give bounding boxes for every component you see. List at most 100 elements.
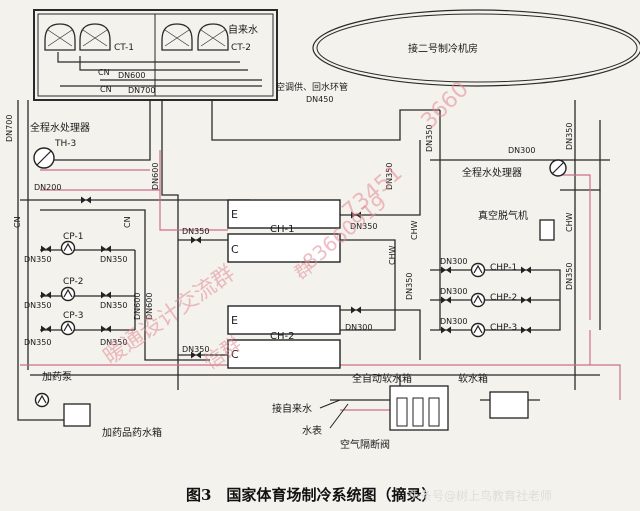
cp3-label: CP-3 — [63, 311, 84, 321]
dn300-chp3: DN300 — [440, 317, 467, 326]
ct1-tag: CT-1 — [114, 43, 134, 53]
water-treatment-left-tag: TH-3 — [54, 139, 76, 149]
water-treatment-left: 全程水处理器 TH-3 — [30, 121, 90, 169]
cp1-pump-icon — [60, 240, 76, 256]
dn350-vertical-2: DN350 — [405, 273, 414, 300]
cp2-label: CP-2 — [63, 277, 84, 287]
dn350-cp2-in: DN350 — [24, 301, 51, 310]
dn600-vertical-label: DN600 — [151, 163, 160, 190]
valve-icon — [521, 326, 531, 334]
pipe-size-labels: DN700 DN200 DN600 DN350 DN350 DN350 DN35… — [5, 115, 574, 354]
dn350-cp1-in: DN350 — [24, 255, 51, 264]
cp2-pump-icon — [60, 286, 76, 302]
cn-label-mid: CN — [123, 216, 132, 228]
ch2-condenser: C — [231, 348, 239, 361]
valve-icon — [41, 325, 51, 333]
dn300-top: DN300 — [508, 146, 535, 155]
dosing-pump: 加药泵 — [34, 371, 72, 408]
water-treatment-right-label: 全程水处理器 — [462, 166, 522, 179]
ch1-evaporator: E — [231, 208, 238, 221]
chw-label-1: CHW — [388, 245, 397, 265]
chp3-label: CHP-3 — [490, 323, 517, 333]
ch1-condenser: C — [231, 243, 239, 256]
dn700-left-label: DN700 — [5, 115, 14, 142]
chp1-label: CHP-1 — [490, 263, 517, 273]
chw-label-3: CHW — [565, 212, 574, 232]
valve-icon — [41, 245, 51, 253]
valve-icon — [351, 306, 361, 314]
dn350-ch2: DN350 — [182, 345, 209, 354]
dosing-pump-icon — [34, 392, 50, 408]
chp3-pump-icon — [470, 322, 486, 338]
pipe-network — [17, 100, 610, 421]
chw-label-2: CHW — [410, 220, 419, 240]
cooling-tower-ct2 — [161, 23, 229, 51]
dn700-tower-label: DN700 — [128, 86, 155, 95]
softener-label: 全自动软水箱 — [352, 372, 412, 385]
chiller-ch2: E C CH-2 — [227, 305, 341, 369]
water-treatment-left-label: 全程水处理器 — [30, 121, 90, 134]
dosing-pump-label: 加药泵 — [42, 371, 72, 383]
dn350-cp2-out: DN350 — [100, 301, 127, 310]
dn350-cp3-out: DN350 — [100, 338, 127, 347]
valve-icon — [101, 325, 111, 333]
cp1-label: CP-1 — [63, 232, 84, 242]
meter-label: 水表 — [302, 424, 322, 437]
soft-water-tank: 软水箱 — [458, 372, 529, 419]
air-valve-label: 空气隔断阀 — [340, 438, 390, 451]
soft-tank-label: 软水箱 — [458, 372, 488, 385]
valve-icon — [101, 291, 111, 299]
figure-caption: 图3 国家体育场制冷系统图（摘录） — [186, 486, 436, 504]
dn350-cp3-in: DN350 — [24, 338, 51, 347]
cn-tower-label-2: CN — [100, 85, 112, 94]
dosing-tank: 加药品药水箱 — [63, 403, 162, 439]
dn200-label: DN200 — [34, 183, 61, 192]
softener: 全自动软水箱 — [352, 372, 449, 431]
dn350-right-2: DN350 — [565, 123, 574, 150]
cn-label-left: CN — [13, 216, 22, 228]
valve-icon — [441, 296, 451, 304]
chiller-ch1: E C CH-1 — [227, 199, 341, 263]
cp3-pump-icon — [60, 320, 76, 336]
dn300-ch2: DN300 — [345, 323, 372, 332]
dn350-vertical-1: DN350 — [385, 163, 394, 190]
degasser: 真空脱气机 — [478, 209, 555, 241]
valve-icon — [441, 326, 451, 334]
loop-label: 接二号制冷机房 — [408, 42, 478, 55]
valve-icon — [101, 245, 111, 253]
ac-loop-label: 空调供、回水环管 — [276, 81, 348, 93]
water-treatment-right: 全程水处理器 — [462, 159, 567, 179]
valve-icon — [521, 296, 531, 304]
tap-water-label: 自来水 — [228, 23, 258, 36]
degasser-label: 真空脱气机 — [478, 209, 528, 222]
dn350-cp1-out: DN350 — [100, 255, 127, 264]
ch1-tag: CH-1 — [270, 224, 294, 235]
tap-water-inlet-label: 接自来水 — [272, 402, 312, 415]
dosing-tank-label: 加药品药水箱 — [102, 426, 162, 439]
valve-icon — [81, 196, 91, 204]
dn350-chw-top: DN350 — [350, 222, 377, 231]
source-credit: 头条号@树上鸟教育社老师 — [408, 488, 552, 503]
dn350-ch1: DN350 — [182, 227, 209, 236]
cooling-tower-area: 自来水 CT-1 CT-2 DN600 DN700 CN CN — [33, 9, 278, 101]
valve-icon — [191, 236, 201, 244]
pink-pipe-network — [20, 150, 621, 411]
chp2-label: CHP-2 — [490, 293, 517, 303]
dn300-chp1: DN300 — [440, 257, 467, 266]
cooling-tower-ct1 — [44, 23, 111, 51]
dn350-right-3: DN350 — [565, 263, 574, 290]
dn350-right-1: DN350 — [425, 125, 434, 152]
dn600-tower-label: DN600 — [118, 71, 145, 80]
chp1-pump-icon — [470, 262, 486, 278]
valve-icon — [41, 291, 51, 299]
chilled-water-loop: 接二号制冷机房 空调供、回水环管 DN450 — [276, 9, 640, 104]
dn600-mid-label: DN600 — [133, 293, 142, 320]
ct2-tag: CT-2 — [231, 43, 251, 53]
ch2-evaporator: E — [231, 314, 238, 327]
ch2-tag: CH-2 — [270, 331, 294, 342]
valve-icon — [441, 266, 451, 274]
dn450-label: DN450 — [306, 95, 333, 104]
dn500-label: DN600 — [145, 293, 154, 320]
